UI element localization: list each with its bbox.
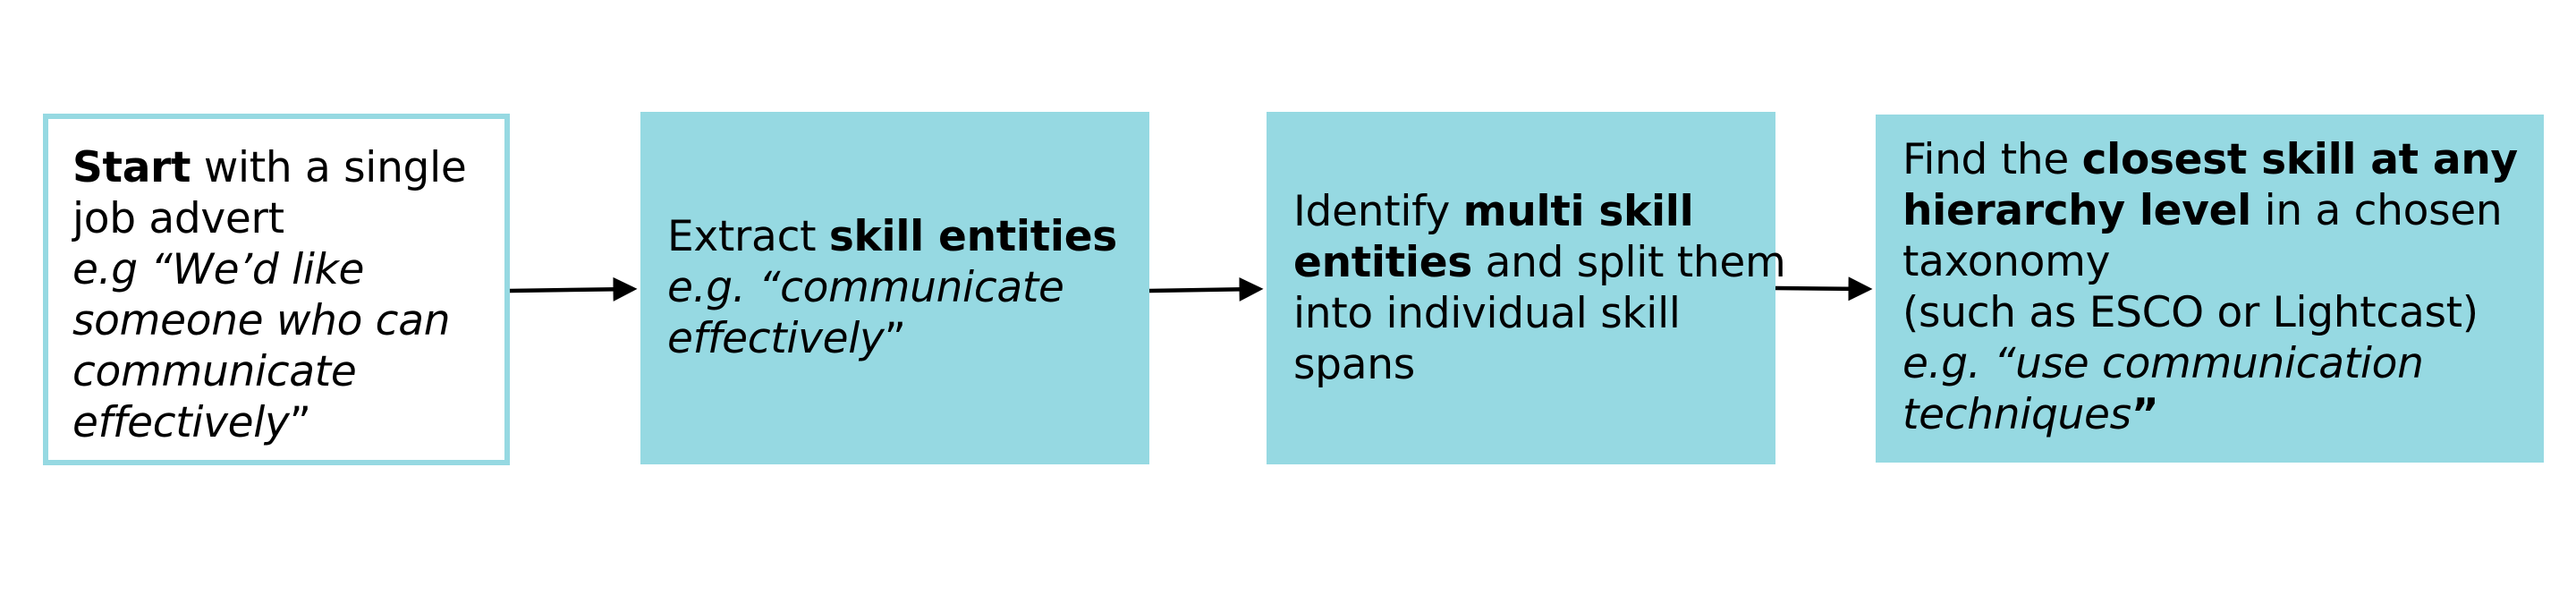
step-line: Find the closest skill at any (1902, 134, 2544, 185)
step-line: communicate (72, 346, 504, 397)
text-segment: closest skill at any (2081, 135, 2519, 184)
text-segment: ” (884, 314, 906, 363)
text-segment: Find the (1902, 135, 2082, 184)
text-segment: into individual skill (1293, 289, 1681, 338)
step-line: Start with a single (72, 142, 504, 193)
step-line: techniques” (1902, 389, 2544, 440)
step-line: spans (1293, 339, 1775, 390)
arrow-2 (1148, 276, 1264, 302)
arrow-1 (509, 276, 638, 302)
step-line: entities and split them (1293, 237, 1786, 288)
text-segment: with a single (191, 143, 467, 192)
step-line: e.g. “communicate (667, 262, 1149, 313)
text-segment: and split them (1471, 238, 1786, 287)
text-segment: skill entities (828, 212, 1117, 261)
text-segment: ” (2131, 390, 2159, 439)
step-line: e.g. “use communication (1902, 338, 2544, 389)
text-segment: (such as ESCO or Lightcast) (1902, 288, 2479, 337)
text-segment: in a chosen (2250, 186, 2503, 235)
text-segment: spans (1293, 340, 1415, 389)
step-line: (such as ESCO or Lightcast) (1902, 287, 2544, 338)
text-segment: Start (72, 143, 191, 192)
step-line: Extract skill entities (667, 211, 1149, 262)
text-segment: techniques (1902, 390, 2131, 439)
text-segment: Extract (667, 212, 829, 261)
text-segment: Identify (1293, 187, 1463, 236)
text-segment: multi skill (1462, 187, 1694, 236)
step-line: e.g “We’d like (72, 244, 504, 295)
text-segment: communicate (72, 347, 357, 396)
step-line: job advert (72, 193, 504, 244)
step-line: someone who can (72, 295, 504, 346)
arrow-3 (1775, 276, 1873, 302)
step-line: hierarchy level in a chosen (1902, 185, 2544, 236)
text-segment: e.g “We’d like (72, 245, 365, 294)
step-line: into individual skill (1293, 288, 1775, 339)
text-segment: e.g. “use communication (1902, 339, 2424, 388)
text-segment: someone who can (72, 296, 451, 345)
step-line: taxonomy (1902, 236, 2544, 287)
text-segment: e.g. “communicate (667, 263, 1064, 312)
text-segment: ” (289, 398, 311, 447)
text-segment: hierarchy level (1902, 186, 2251, 235)
text-segment: effectively (667, 314, 885, 363)
step-line: effectively” (667, 313, 1149, 364)
text-segment: job advert (72, 194, 284, 243)
step-line: effectively” (72, 397, 504, 448)
text-segment: entities (1293, 238, 1472, 287)
text-segment: taxonomy (1902, 237, 2111, 286)
step-line: Identify multi skill (1293, 186, 1775, 237)
text-segment: effectively (72, 398, 290, 447)
